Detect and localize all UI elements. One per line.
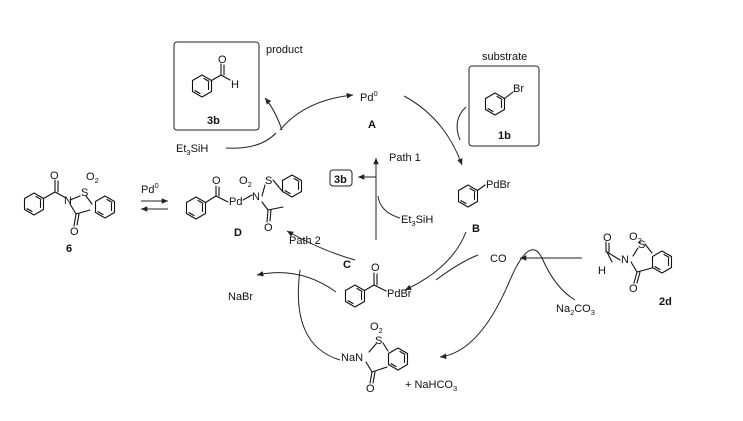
- d-carbonyl-o-label: O: [264, 222, 273, 234]
- c6-carbonyl-o-label: O: [70, 226, 79, 238]
- c-pdbr-label: PdBr: [387, 288, 412, 300]
- arrow-substrate-in: [456, 106, 467, 141]
- pd0-left-label: Pd0: [141, 181, 159, 196]
- aldehyde-h-label: H: [231, 79, 239, 91]
- benzaldehyde-structure: [191, 63, 231, 98]
- arrow-et3sih-left-in: [225, 132, 277, 149]
- intermediate-B-label: B: [472, 223, 480, 235]
- d-n-label: N: [252, 191, 260, 203]
- d-pd-label: Pd: [229, 196, 242, 208]
- product-label: product: [266, 44, 303, 56]
- compound-6-structure: [23, 179, 116, 227]
- substrate-box: [468, 65, 540, 147]
- intermediate-A-label: A: [368, 119, 376, 131]
- compound-3b-box-label: 3b: [334, 174, 347, 186]
- arrow-A-to-B: [403, 95, 463, 166]
- co-label: CO: [490, 253, 507, 265]
- br-label: Br: [513, 83, 524, 95]
- na2co3-label: Na2CO3: [556, 303, 595, 317]
- bromobenzene-structure: [484, 91, 514, 116]
- substrate-label: substrate: [482, 51, 527, 63]
- intermediate-D-structure: [185, 174, 303, 223]
- arrow-to-A: [279, 92, 354, 131]
- c6-o-label: O: [50, 170, 59, 182]
- arrow-B-to-C: [404, 231, 467, 291]
- 2d-o2-label: O2: [629, 231, 642, 245]
- sodium-saccharin-structure: [365, 342, 409, 384]
- arrow-path2: [286, 230, 356, 261]
- compound-2d-label: 2d: [659, 296, 672, 308]
- saccharin-carbonyl-o-label: O: [366, 383, 375, 395]
- arrow-C-to-nabr: [256, 270, 337, 293]
- intermediate-C-structure: [344, 272, 387, 308]
- intermediate-C-label: C: [343, 259, 351, 271]
- 2d-s-label: S: [638, 239, 645, 251]
- nahco3-label: + NaHCO3: [405, 379, 457, 393]
- path2-label: Path 2: [289, 235, 321, 247]
- c6-n-label: N: [64, 195, 72, 207]
- arrow-na2co3-path: [439, 249, 576, 359]
- et3sih-left-label: Et3SiH: [176, 143, 208, 157]
- et3sih-center-label: Et3SiH: [401, 214, 433, 228]
- 2d-h-label: H: [598, 265, 606, 277]
- 2d-o-label: O: [603, 232, 612, 244]
- c6-s-label: S: [81, 187, 88, 199]
- arrow-saccharin-return: [297, 269, 341, 361]
- c6-o2-label: O2: [86, 171, 99, 185]
- compound-1b-label: 1b: [498, 130, 511, 142]
- compound-6-label: 6: [66, 243, 72, 255]
- d-o2-label: O2: [239, 175, 252, 189]
- nabr-label: NaBr: [228, 291, 253, 303]
- product-box: [173, 41, 260, 131]
- 2d-carbonyl-o-label: O: [629, 283, 638, 295]
- compound-2d-structure: [605, 241, 673, 284]
- d-s-label: S: [265, 175, 272, 187]
- aldehyde-o-label: O: [218, 54, 227, 66]
- path1-label: Path 1: [389, 152, 421, 164]
- d-o-label: O: [212, 175, 221, 187]
- 2d-n-label: N: [621, 254, 629, 266]
- arrow-product-out: [264, 97, 283, 131]
- compound-3b-label: 3b: [207, 115, 220, 127]
- saccharin-s-label: S: [375, 335, 382, 347]
- c-o-label: O: [371, 262, 380, 274]
- na-label: NaN: [341, 352, 363, 364]
- intermediate-D-label: D: [234, 227, 242, 239]
- pd0-catalyst-label: Pd0: [360, 89, 378, 104]
- arrow-co-in: [435, 254, 479, 281]
- saccharin-o2-label: O2: [370, 321, 383, 335]
- intermediate-B-structure: [457, 184, 486, 208]
- b-pdbr-label: PdBr: [486, 179, 511, 191]
- arrow-et3sih-center-in: [377, 195, 401, 219]
- 3b-path1-box: [329, 169, 353, 187]
